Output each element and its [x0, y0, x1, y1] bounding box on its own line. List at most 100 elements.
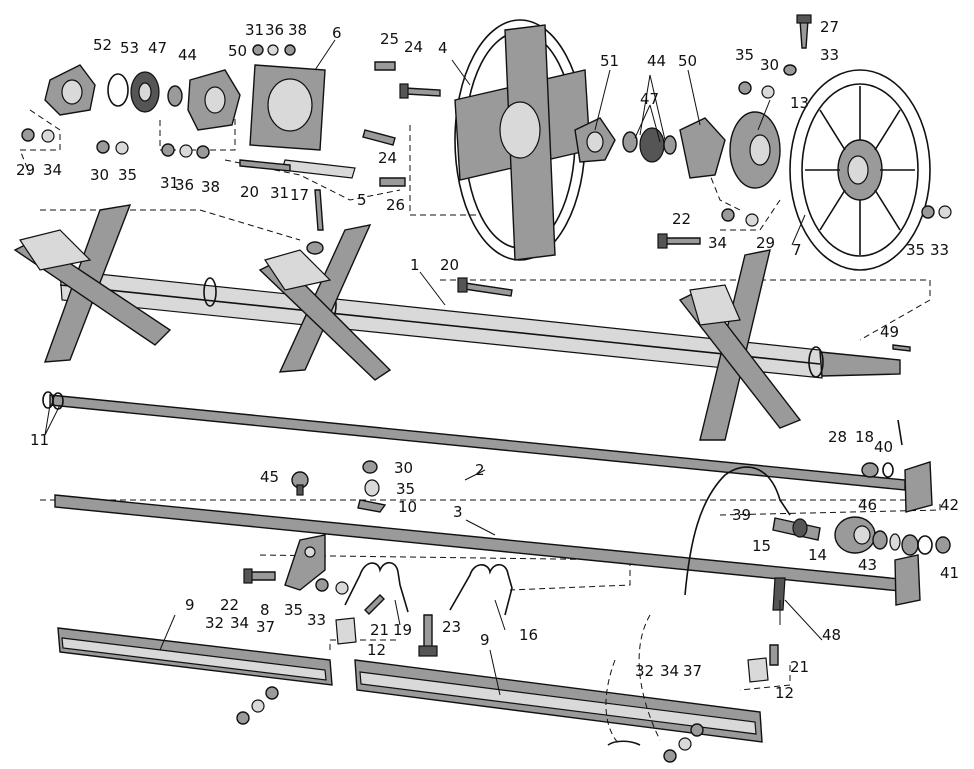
shaft-cross-arm-right	[678, 249, 802, 441]
callout-3: 3	[453, 503, 463, 521]
callout-22-right: 22	[672, 210, 691, 228]
callout-53: 53	[120, 39, 139, 57]
callout-50-left: 50	[228, 42, 247, 60]
callout-27: 27	[820, 18, 839, 36]
callout-7: 7	[792, 241, 802, 259]
callout-12-right: 12	[775, 684, 794, 702]
callout-4: 4	[438, 39, 448, 57]
callout-37-right: 37	[683, 662, 702, 680]
callout-21-left: 21	[370, 621, 389, 639]
callout-40: 40	[874, 438, 893, 456]
callout-19: 19	[393, 621, 412, 639]
callout-33-lower: 33	[307, 611, 326, 629]
callout-51: 51	[600, 52, 619, 70]
callout-35-top: 35	[735, 46, 754, 64]
callout-1: 1	[410, 256, 420, 274]
callout-50-right: 50	[678, 52, 697, 70]
callout-16: 16	[519, 626, 538, 644]
bracket-8	[284, 534, 326, 591]
assembly-guide-lines	[19, 79, 941, 691]
callout-45: 45	[260, 468, 279, 486]
callout-15: 15	[752, 537, 771, 555]
cutter-bar-left	[57, 627, 333, 725]
callout-12-left: 12	[367, 641, 386, 659]
shaft-cross-arm-left	[13, 204, 172, 363]
callout-48: 48	[822, 626, 841, 644]
callout-47-left: 47	[148, 39, 167, 57]
callout-30-left: 30	[90, 166, 109, 184]
callout-8: 8	[260, 601, 270, 619]
reel-spider-wheel	[454, 19, 591, 261]
callout-30-right: 30	[760, 56, 779, 74]
callout-29-right: 29	[756, 234, 775, 252]
callout-13: 13	[790, 94, 809, 112]
hose-39	[684, 466, 791, 596]
callout-24-upper: 24	[404, 38, 423, 56]
callout-44-left: 44	[178, 46, 197, 64]
callout-29-left: 29	[16, 161, 35, 179]
main-shaft-assembly	[13, 204, 901, 441]
rod-2	[42, 391, 933, 513]
snap-ring-53	[107, 73, 129, 107]
callout-11: 11	[30, 431, 49, 449]
callout-35-left: 35	[118, 166, 137, 184]
callout-47-right: 47	[640, 90, 659, 108]
callout-38-top: 38	[288, 21, 307, 39]
lower-small-parts	[243, 460, 779, 683]
callout-23: 23	[442, 618, 461, 636]
drive-pulley	[789, 69, 931, 271]
rod-3	[54, 494, 921, 606]
callout-22-left: 22	[220, 596, 239, 614]
callout-26: 26	[386, 196, 405, 214]
callout-18: 18	[855, 428, 874, 446]
shaft-cross-arm-middle	[258, 224, 392, 381]
callout-41: 41	[940, 564, 959, 582]
callout-32-left: 32	[205, 614, 224, 632]
callout-20-upper: 20	[240, 183, 259, 201]
cutter-bar-right	[354, 614, 763, 763]
leader-lines	[44, 39, 823, 696]
callout-34-bar-left: 34	[230, 614, 249, 632]
callout-34-bar-right: 34	[660, 662, 679, 680]
callout-labels: 1 2 3 4 5 6 7 8 9 9 10 11 12 12 13 14 15…	[16, 18, 959, 702]
callout-20-lower: 20	[440, 256, 459, 274]
callout-5: 5	[357, 191, 367, 209]
callout-14: 14	[808, 546, 827, 564]
callout-35-mid: 35	[396, 480, 415, 498]
callout-35-right: 35	[906, 241, 925, 259]
fitting-components	[772, 516, 951, 611]
callout-32-right: 32	[635, 662, 654, 680]
callout-31-mid: 31	[160, 174, 179, 192]
callout-25: 25	[380, 30, 399, 48]
callout-33-top: 33	[820, 46, 839, 64]
callout-42: 42	[940, 496, 959, 514]
callout-52: 52	[93, 36, 112, 54]
callout-43: 43	[858, 556, 877, 574]
slotted-bar-5	[281, 159, 356, 179]
callout-30-lower: 30	[394, 459, 413, 477]
callout-9-right: 9	[480, 631, 490, 649]
callout-33-right: 33	[930, 241, 949, 259]
callout-2: 2	[475, 461, 485, 479]
callout-6: 6	[332, 24, 342, 42]
callout-49: 49	[880, 323, 899, 341]
callout-44-right: 44	[647, 52, 666, 70]
callout-38-mid: 38	[201, 178, 220, 196]
callout-31-top: 31	[245, 21, 264, 39]
callout-36-mid: 36	[175, 176, 194, 194]
callout-28: 28	[828, 428, 847, 446]
callout-31-low: 31	[270, 184, 289, 202]
callout-17: 17	[290, 186, 309, 204]
callout-36-top: 36	[265, 21, 284, 39]
callout-34-left: 34	[43, 161, 62, 179]
callout-35-lower: 35	[284, 601, 303, 619]
callout-37-left: 37	[256, 618, 275, 636]
callout-10: 10	[398, 498, 417, 516]
hub-components	[21, 14, 952, 352]
callout-46: 46	[858, 496, 877, 514]
callout-34-right: 34	[708, 234, 727, 252]
callout-21-right: 21	[790, 658, 809, 676]
callout-39: 39	[732, 506, 751, 524]
callout-24-lower: 24	[378, 149, 397, 167]
